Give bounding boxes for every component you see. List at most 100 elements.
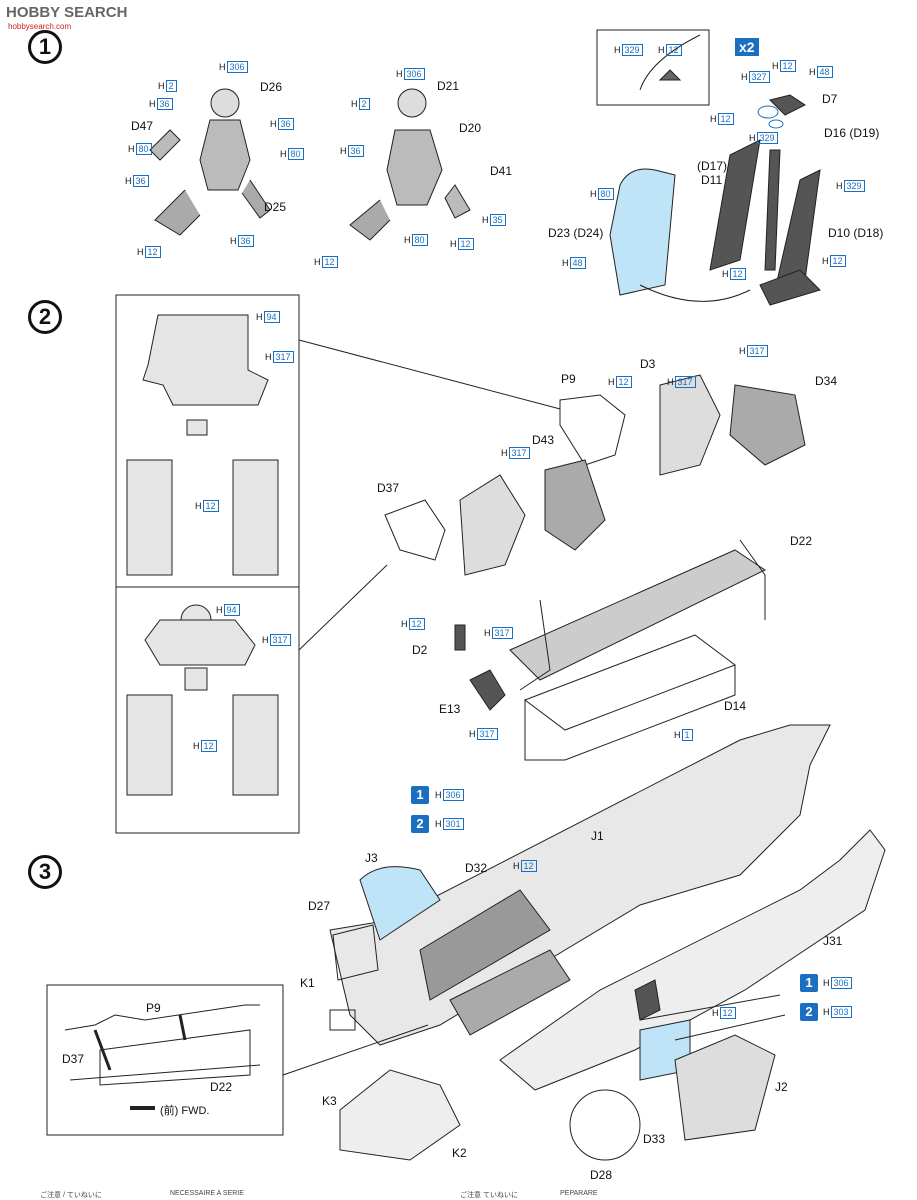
part-label: K1: [300, 976, 315, 990]
part-label: J31: [823, 934, 843, 948]
step-ref-badge: 2: [411, 815, 429, 833]
part-label: D3: [640, 357, 656, 371]
part-label: D23 (D24): [548, 226, 604, 240]
step-3-marker: 3: [28, 855, 62, 889]
step-1-marker: 1: [28, 30, 62, 64]
part-label: K2: [452, 1146, 467, 1160]
step-ref-badge: 1: [800, 974, 818, 992]
part-label: D25: [264, 200, 287, 214]
fwd-label: (前) FWD.: [160, 1105, 210, 1117]
part-label: D11: [701, 173, 723, 187]
part-label: D37: [377, 481, 400, 495]
part-label: D27: [308, 899, 331, 913]
inset-detail: [64, 1004, 261, 1110]
pilot-figure-a: [149, 88, 271, 236]
part-label: D32: [465, 861, 488, 875]
quantity-badge: x2: [735, 38, 759, 56]
part-label: D33: [643, 1132, 666, 1146]
part-label: D22: [210, 1080, 233, 1094]
watermark-url: hobbysearch.com: [8, 22, 72, 31]
part-label: D16 (D19): [824, 126, 880, 140]
part-label: D37: [62, 1052, 85, 1066]
part-label: P9: [561, 372, 576, 386]
part-label: D21: [437, 79, 460, 93]
fuselage: [329, 724, 886, 1161]
part-label: J3: [365, 851, 378, 865]
part-label: D47: [131, 119, 154, 133]
cockpit-tub: [384, 374, 806, 761]
part-label: J1: [591, 829, 604, 843]
footer-text: ご注意 / ていねいに: [40, 1192, 102, 1199]
watermark-logo: HOBBY SEARCH: [6, 4, 128, 21]
ejection-seat: [596, 29, 821, 306]
part-label: D14: [724, 699, 747, 713]
part-label: D2: [412, 643, 428, 657]
part-label: P9: [146, 1001, 161, 1015]
part-label: J2: [775, 1080, 788, 1094]
part-label: D34: [815, 374, 838, 388]
part-label: D20: [459, 121, 482, 135]
part-label: E13: [439, 702, 461, 716]
instrument-panels: [126, 314, 279, 796]
part-label: K3: [322, 1094, 337, 1108]
part-label: D43: [532, 433, 555, 447]
step-ref-badge: 1: [411, 786, 429, 804]
part-label: D7: [822, 92, 838, 106]
footer-text: NECESSAIRE A SERIE: [170, 1190, 244, 1197]
part-label: D10 (D18): [828, 226, 884, 240]
pilot-figure-b: [349, 88, 471, 241]
part-label: D28: [590, 1168, 613, 1182]
part-label: (D17): [697, 159, 728, 173]
part-label: D26: [260, 80, 283, 94]
footer-text: PEPARARE: [560, 1190, 598, 1197]
step-ref-badge: 2: [800, 1003, 818, 1021]
footer-text: ご注意 ていねいに: [460, 1192, 518, 1199]
part-label: D22: [790, 534, 813, 548]
